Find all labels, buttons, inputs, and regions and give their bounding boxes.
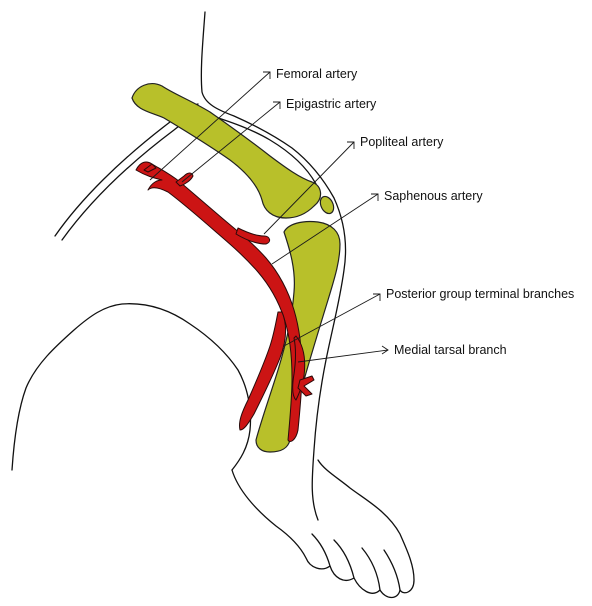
toe-divider-2: [334, 540, 354, 578]
label-femoral-artery: Femoral artery: [276, 67, 358, 81]
abdomen-contour-inner: [62, 112, 200, 240]
label-popliteal-artery: Popliteal artery: [360, 135, 444, 149]
label-posterior-group-terminal-branches: Posterior group terminal branches: [386, 287, 574, 301]
toe-divider-3: [362, 548, 380, 590]
label-epigastric-artery: Epigastric artery: [286, 97, 377, 111]
label-saphenous-artery: Saphenous artery: [384, 189, 483, 203]
label-medial-tarsal-branch: Medial tarsal branch: [394, 343, 507, 357]
toe-divider-1: [312, 534, 330, 566]
toe-divider-4: [384, 550, 400, 590]
body-contour: [12, 304, 251, 470]
foot-contour: [232, 460, 414, 598]
